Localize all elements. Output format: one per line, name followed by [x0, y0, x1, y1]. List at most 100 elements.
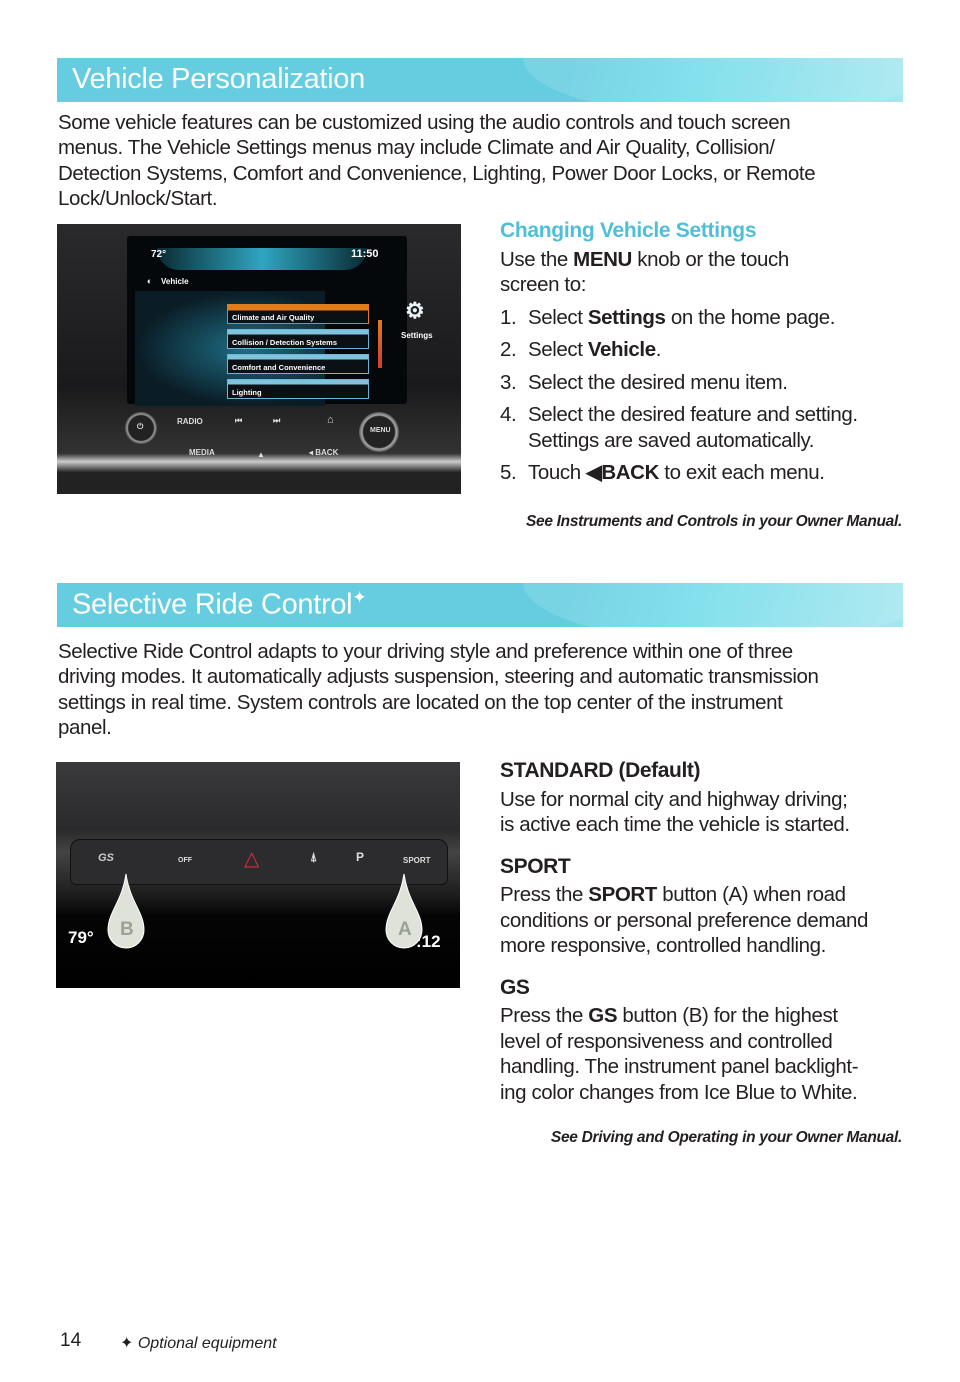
- mode-text: Use for normal city and highway driving;: [500, 787, 848, 811]
- text: button (B) for the highest: [617, 1004, 838, 1027]
- touch-screen: 72° 11:50 ◐ Vehicle Climate and Air Qual…: [127, 236, 433, 406]
- step-number: 3.: [500, 370, 517, 394]
- step-4: 4. Select the desired feature and setting…: [500, 402, 910, 453]
- hazard-icon: △: [244, 848, 260, 870]
- previous-track-icon: ⏮: [235, 416, 243, 425]
- text: Use the: [500, 247, 574, 271]
- callout-b-marker: [107, 873, 145, 949]
- ride-modes: STANDARD (Default) Use for normal city a…: [500, 758, 910, 1105]
- park-assist-label: P: [356, 850, 365, 864]
- sport-button-label: SPORT: [403, 856, 431, 865]
- text: Press the: [500, 1004, 589, 1027]
- text: .: [655, 338, 662, 361]
- menu-item: Collision / Detection Systems: [227, 329, 369, 349]
- bold-text: Settings: [587, 305, 666, 329]
- bold-text: GS: [588, 1004, 618, 1027]
- title-text: Selective Ride Control: [72, 588, 353, 621]
- step-number: 4.: [500, 403, 517, 426]
- mode-text: handling. The instrument panel backlight…: [500, 1055, 859, 1078]
- intro-line: Selective Ride Control adapts to your dr…: [58, 640, 793, 663]
- text: Press the: [500, 883, 589, 906]
- text: knob or the touch: [631, 247, 789, 271]
- menu-knob: [359, 412, 399, 452]
- lead-line: Use the MENU knob or the touch: [500, 247, 910, 273]
- vehicle-personalization-intro: Some vehicle features can be customized …: [58, 110, 908, 211]
- mode-text: ing color changes from Ice Blue to White…: [500, 1080, 858, 1104]
- mode-heading-gs: GS: [500, 975, 530, 999]
- mode-heading-sport: SPORT: [500, 854, 571, 878]
- infotainment-photo: 72° 11:50 ◐ Vehicle Climate and Air Qual…: [57, 224, 461, 494]
- traction-off-label: OFF: [178, 857, 192, 864]
- bold-text: Vehicle: [587, 338, 656, 361]
- intro-line: panel.: [58, 715, 112, 739]
- step-number: 5.: [500, 461, 517, 484]
- text: Select the desired feature and setting.: [528, 403, 858, 426]
- mode-heading-standard: STANDARD (Default): [500, 759, 701, 782]
- text: Touch: [528, 461, 586, 484]
- menu-knob-label: MENU: [370, 427, 391, 434]
- back-bold: ◀BACK: [586, 461, 659, 484]
- bold-text: SPORT: [588, 883, 657, 906]
- page-number: 14: [60, 1330, 82, 1351]
- settings-label: Settings: [401, 331, 433, 340]
- home-icon: ⌂: [327, 414, 334, 426]
- status-bar: [157, 248, 367, 270]
- intro-line: Some vehicle features can be customized …: [58, 111, 791, 134]
- step-3: 3.Select the desired menu item.: [500, 370, 910, 396]
- optional-equipment-note: ✦ Optional equipment: [120, 1333, 277, 1353]
- power-icon: ⏻: [137, 422, 144, 431]
- back-arrow-icon: ◐: [147, 276, 153, 286]
- mode-text: Press the GS button (B) for the highest: [500, 1003, 910, 1029]
- mode-text: conditions or personal preference demand: [500, 908, 869, 932]
- section-title: Vehicle Personalization: [72, 63, 365, 95]
- menu-bold: MENU: [573, 247, 632, 271]
- display-time: :12: [416, 932, 441, 951]
- power-knob: [125, 412, 157, 444]
- menu-item: Climate and Air Quality: [227, 304, 369, 324]
- screen-time: 11:50: [351, 248, 379, 260]
- lead-line: screen to:: [500, 273, 587, 296]
- screen-temp: 72°: [151, 249, 167, 260]
- menu-item: Lighting: [227, 379, 369, 399]
- section-banner-vehicle-personalization: Vehicle Personalization: [57, 58, 903, 102]
- text: to exit each menu.: [658, 461, 825, 484]
- step-5: 5. Touch ◀BACK to exit each menu.: [500, 460, 910, 486]
- changing-settings-instructions: Changing Vehicle Settings Use the MENU k…: [500, 218, 910, 486]
- media-button-label: MEDIA: [189, 448, 215, 457]
- optional-equipment-mark: ✦: [352, 588, 367, 607]
- screen-title: Vehicle: [161, 277, 189, 286]
- callout-a-label: A: [398, 919, 412, 940]
- gs-button-label: GS: [98, 852, 114, 864]
- mode-text: more responsive, controlled handling.: [500, 934, 826, 957]
- mode-text: Press the SPORT button (A) when road: [500, 882, 910, 908]
- button-strip: [70, 839, 448, 885]
- radio-button-label: RADIO: [177, 417, 203, 426]
- step-number: 2.: [500, 338, 517, 361]
- step-1: 1. Select Settings on the home page.: [500, 305, 910, 331]
- text: Select: [528, 305, 588, 329]
- optional-text: Optional equipment: [137, 1335, 277, 1352]
- intro-line: Detection Systems, Comfort and Convenien…: [58, 161, 816, 185]
- text: button (A) when road: [656, 883, 846, 906]
- text: Settings are saved automatically.: [528, 428, 815, 452]
- selective-ride-control-intro: Selective Ride Control adapts to your dr…: [58, 639, 908, 740]
- callout-b-label: B: [120, 919, 134, 940]
- text: Select: [528, 338, 588, 361]
- step-number: 1.: [500, 305, 517, 329]
- step-2: 2. Select Vehicle.: [500, 337, 910, 363]
- owner-manual-reference: See Instruments and Controls in your Own…: [525, 513, 902, 530]
- owner-manual-reference: See Driving and Operating in your Owner …: [550, 1129, 902, 1146]
- intro-line: Lock/Unlock/Start.: [58, 186, 218, 210]
- subheading: Changing Vehicle Settings: [500, 219, 757, 242]
- optional-mark-icon: ✦: [120, 1335, 134, 1352]
- text: on the home page.: [665, 305, 836, 329]
- mode-text: is active each time the vehicle is start…: [500, 813, 850, 836]
- menu-item: Comfort and Convenience: [227, 354, 369, 374]
- scrollbar: [378, 320, 382, 368]
- ride-control-photo: GS OFF △ ⍋ P SPORT 79° :12 B A: [56, 762, 460, 988]
- next-track-icon: ⏭: [273, 416, 281, 425]
- back-button-label: ◂ BACK: [309, 448, 339, 457]
- section-title: Selective Ride Control✦: [72, 588, 367, 622]
- callout-a-marker: [385, 873, 423, 949]
- eject-icon: ▲: [257, 450, 265, 459]
